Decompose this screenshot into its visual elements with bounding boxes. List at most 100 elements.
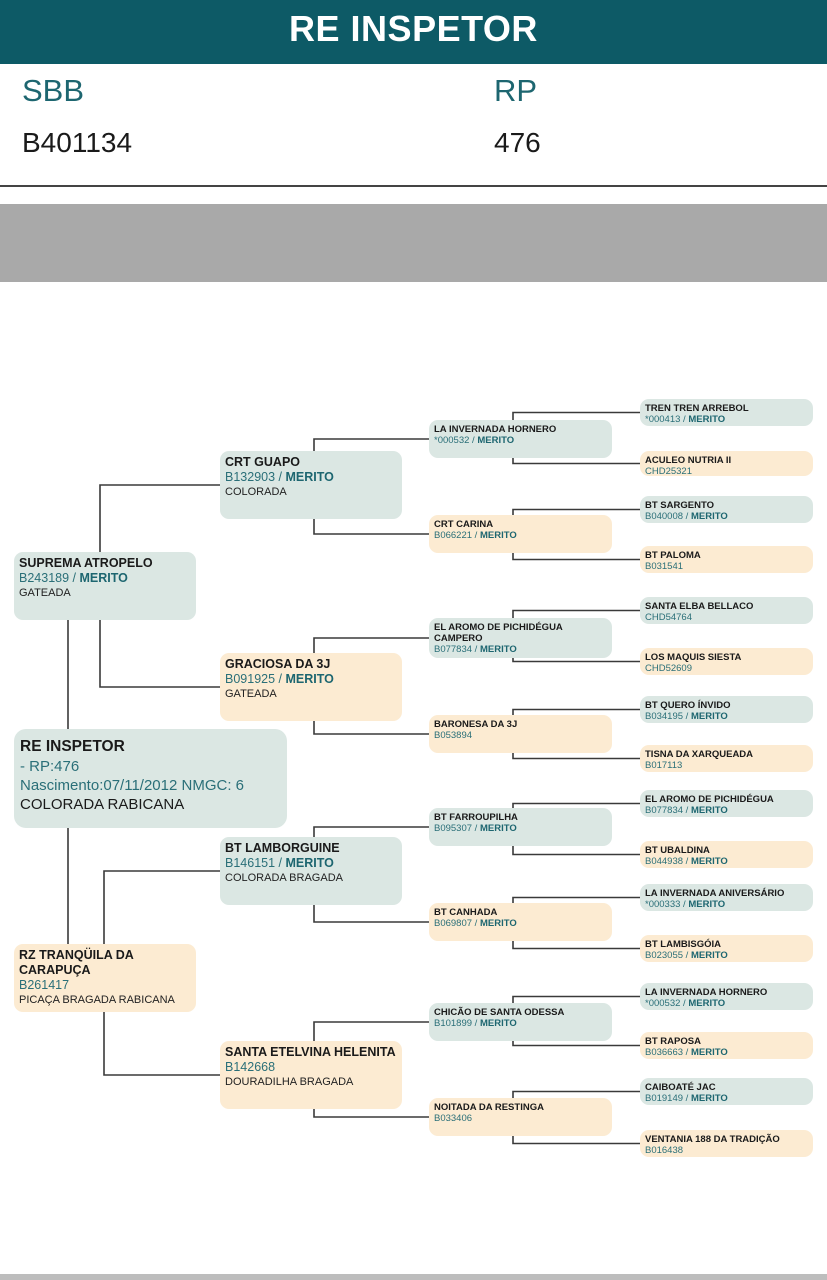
- connector-line: [313, 826, 429, 837]
- connector-line: [512, 708, 640, 715]
- ancestor-name: CAIBOATÉ JAC: [645, 1082, 716, 1093]
- ancestor-name: BT PALOMA: [645, 550, 701, 561]
- ancestor-registration: *000333 / MERITO: [645, 899, 808, 911]
- ancestor-name: CHICÃO DE SANTA ODESSA: [434, 1007, 565, 1018]
- connector-line: [512, 609, 640, 618]
- separator: /: [680, 414, 689, 425]
- ancestor-name: VENTANIA 188 DA TRADIÇÃO: [645, 1134, 780, 1145]
- ancestor-registration: B132903 / MERITO: [225, 470, 397, 485]
- ancestor-coat-color: COLORADA: [225, 486, 287, 498]
- ancestor-registration: B040008 / MERITO: [645, 511, 808, 523]
- registration-number: B132903: [225, 470, 276, 484]
- ancestor-registration: B101899 / MERITO: [434, 1018, 607, 1030]
- connector-line: [512, 802, 640, 808]
- ancestor-name: BT QUERO ÍNVIDO: [645, 700, 731, 711]
- ancestor-name: RZ TRANQÜILA DA CARAPUÇA: [19, 948, 134, 977]
- ancestor-name: ACULEO NUTRIA II: [645, 455, 732, 466]
- ancestor-name: LA INVERNADA HORNERO: [434, 424, 557, 435]
- ancestor-registration: B044938 / MERITO: [645, 856, 808, 868]
- ancestor-registration: B261417: [19, 978, 191, 993]
- ancestor-name: GRACIOSA DA 3J: [225, 657, 331, 671]
- connector-line: [512, 458, 640, 465]
- ancestor-registration: B077834 / MERITO: [645, 805, 808, 817]
- merit-badge: MERITO: [688, 998, 726, 1009]
- connector-line: [313, 438, 429, 451]
- ancestor-card[interactable]: LA INVERNADA HORNERO*000532 / MERITO: [640, 983, 813, 1010]
- connector-line: [313, 905, 429, 923]
- ancestor-coat-color: PICAÇA BRAGADA RABICANA: [19, 994, 175, 1006]
- subject-rp: - RP:476: [20, 758, 80, 775]
- registration-number: CHD54764: [645, 612, 692, 623]
- subject-card[interactable]: RE INSPETOR - RP:476 Nascimento:07/11/20…: [14, 729, 287, 828]
- merit-badge: MERITO: [285, 470, 334, 484]
- gray-banner: [0, 204, 827, 282]
- ancestor-name: BT CANHADA: [434, 907, 498, 918]
- merit-badge: MERITO: [690, 511, 728, 522]
- ancestor-registration: B019149 / MERITO: [645, 1093, 808, 1105]
- merit-badge: MERITO: [79, 571, 128, 585]
- divider: [0, 185, 827, 187]
- ancestor-card[interactable]: LA INVERNADA ANIVERSÁRIO*000333 / MERITO: [640, 884, 813, 911]
- registration-number: B077834: [434, 644, 473, 655]
- merit-badge: MERITO: [285, 672, 334, 686]
- ancestor-name: CRT GUAPO: [225, 455, 300, 469]
- registration-number: B095307: [434, 823, 473, 834]
- connector-line: [512, 1090, 640, 1098]
- ancestor-registration: B031541: [645, 561, 808, 573]
- ancestor-registration: *000532 / MERITO: [434, 435, 607, 447]
- subject-birth: Nascimento:07/11/2012 NMGC: 6: [20, 777, 244, 794]
- ancestor-name: BT UBALDINA: [645, 845, 710, 856]
- ancestor-name: TREN TREN ARREBOL: [645, 403, 749, 414]
- merit-badge: MERITO: [479, 823, 517, 834]
- ancestor-card[interactable]: LA INVERNADA HORNERO*000532 / MERITO: [429, 420, 612, 458]
- registration-number: B142668: [225, 1060, 276, 1074]
- ancestor-registration: B142668: [225, 1060, 397, 1075]
- ancestor-name: BT FARROUPILHA: [434, 812, 518, 823]
- separator: /: [472, 918, 480, 929]
- ancestor-registration: CHD52609: [645, 663, 808, 675]
- registration-number: B033406: [434, 1113, 473, 1124]
- separator: /: [275, 856, 286, 870]
- ancestor-name: EL AROMO DE PICHIDÉGUA CAMPERO: [434, 622, 563, 644]
- registration-number: B101899: [434, 1018, 473, 1029]
- ancestor-registration: B077834 / MERITO: [434, 644, 607, 656]
- ancestor-name: BT LAMBISGÓIA: [645, 939, 721, 950]
- merit-badge: MERITO: [690, 1047, 728, 1058]
- connector-line: [512, 753, 640, 760]
- ancestor-card[interactable]: TREN TREN ARREBOL*000413 / MERITO: [640, 399, 813, 426]
- separator: /: [275, 470, 286, 484]
- registration-number: B091925: [225, 672, 276, 686]
- ancestor-name: NOITADA DA RESTINGA: [434, 1102, 544, 1113]
- ancestor-registration: *000532 / MERITO: [645, 998, 808, 1010]
- ancestor-registration: B036663 / MERITO: [645, 1047, 808, 1059]
- separator: /: [680, 899, 689, 910]
- connector-line: [103, 870, 220, 944]
- ancestor-name: BT RAPOSA: [645, 1036, 701, 1047]
